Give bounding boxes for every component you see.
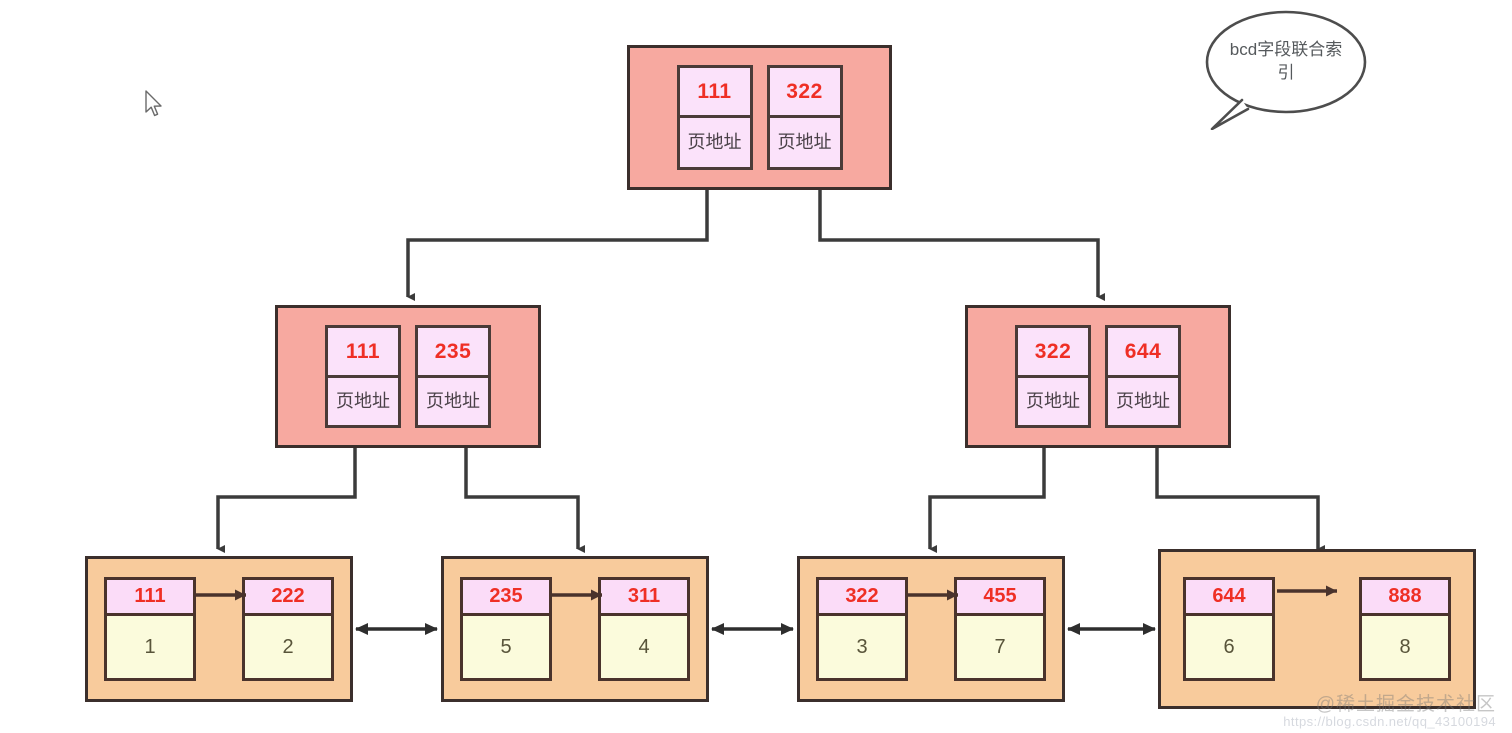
leaf-4-record-link-icon bbox=[1277, 585, 1337, 597]
edge-internal-right-to-leaf-3 bbox=[928, 448, 1046, 553]
leaf-3-record-0[interactable]: 322 3 bbox=[816, 577, 908, 681]
internal-right-cell-0-key: 322 bbox=[1018, 328, 1088, 378]
leaf-1-record-1-key: 222 bbox=[245, 580, 331, 616]
edge-root-to-internal-left bbox=[406, 189, 709, 301]
root-cell-1-key: 322 bbox=[769, 68, 840, 118]
leaf-2-record-1[interactable]: 311 4 bbox=[598, 577, 690, 681]
internal-right-cell-0[interactable]: 322 页地址 bbox=[1015, 325, 1091, 428]
edge-internal-left-to-leaf-1 bbox=[216, 448, 357, 553]
internal-left-cell-0-pointer: 页地址 bbox=[336, 391, 390, 412]
leaf-4-record-0-value: 6 bbox=[1186, 616, 1272, 678]
leaf-3-record-1-value: 7 bbox=[957, 616, 1043, 678]
leaf-4-record-0[interactable]: 644 6 bbox=[1183, 577, 1275, 681]
leaf-node-1[interactable]: 111 1 222 2 bbox=[85, 556, 353, 702]
leaf-2-record-0[interactable]: 235 5 bbox=[460, 577, 552, 681]
internal-right-cell-1-key: 644 bbox=[1108, 328, 1178, 378]
internal-node-left[interactable]: 111 页地址 235 页地址 bbox=[275, 305, 541, 448]
leaf-1-record-1-value: 2 bbox=[245, 616, 331, 678]
internal-right-cell-1[interactable]: 644 页地址 bbox=[1105, 325, 1181, 428]
root-cell-1[interactable]: 322 页地址 bbox=[766, 65, 843, 170]
leaf-2-record-1-value: 4 bbox=[601, 616, 687, 678]
leaf-1-record-1[interactable]: 222 2 bbox=[242, 577, 334, 681]
leaf-2-record-1-key: 311 bbox=[601, 580, 687, 616]
edge-internal-right-to-leaf-4 bbox=[1155, 448, 1325, 553]
leaf-node-4[interactable]: 644 6 888 8 bbox=[1158, 549, 1476, 709]
internal-left-cell-0[interactable]: 111 页地址 bbox=[325, 325, 401, 428]
root-cell-1-pointer: 页地址 bbox=[777, 132, 832, 153]
leaf-1-record-0-value: 1 bbox=[107, 616, 193, 678]
leaf-4-record-1-value: 8 bbox=[1362, 616, 1448, 678]
callout-bubble: bcd字段联合索引 bbox=[1204, 8, 1368, 130]
leaf-1-record-0-key: 111 bbox=[107, 580, 193, 616]
internal-right-cell-1-pointer: 页地址 bbox=[1116, 391, 1170, 412]
edge-root-to-internal-right bbox=[818, 189, 1105, 301]
leaf-node-3[interactable]: 322 3 455 7 bbox=[797, 556, 1065, 702]
leaf-2-record-0-key: 235 bbox=[463, 580, 549, 616]
leaf-3-record-0-value: 3 bbox=[819, 616, 905, 678]
root-cell-0-pointer: 页地址 bbox=[687, 132, 742, 153]
speech-bubble-icon bbox=[1205, 10, 1367, 130]
leaf-3-record-1[interactable]: 455 7 bbox=[954, 577, 1046, 681]
root-cell-0[interactable]: 111 页地址 bbox=[676, 65, 753, 170]
leaf-node-2[interactable]: 235 5 311 4 bbox=[441, 556, 709, 702]
leaf-1-record-0[interactable]: 111 1 bbox=[104, 577, 196, 681]
internal-right-cell-0-pointer: 页地址 bbox=[1026, 391, 1080, 412]
leaf-2-record-0-value: 5 bbox=[463, 616, 549, 678]
internal-left-cell-1[interactable]: 235 页地址 bbox=[415, 325, 491, 428]
callout-text: bcd字段联合索引 bbox=[1229, 40, 1343, 82]
root-cell-0-key: 111 bbox=[679, 68, 750, 118]
leaf-3-record-0-key: 322 bbox=[819, 580, 905, 616]
internal-left-cell-1-pointer: 页地址 bbox=[426, 391, 480, 412]
internal-left-cell-1-key: 235 bbox=[418, 328, 488, 378]
leaf-4-record-1-key: 888 bbox=[1362, 580, 1448, 616]
leaf-3-record-1-key: 455 bbox=[957, 580, 1043, 616]
edge-internal-left-to-leaf-2 bbox=[464, 448, 585, 553]
internal-left-cell-0-key: 111 bbox=[328, 328, 398, 378]
mouse-cursor-icon bbox=[145, 90, 162, 117]
leaf-4-record-1[interactable]: 888 8 bbox=[1359, 577, 1451, 681]
root-node[interactable]: 111 页地址 322 页地址 bbox=[627, 45, 892, 190]
internal-node-right[interactable]: 322 页地址 644 页地址 bbox=[965, 305, 1231, 448]
leaf-4-record-0-key: 644 bbox=[1186, 580, 1272, 616]
